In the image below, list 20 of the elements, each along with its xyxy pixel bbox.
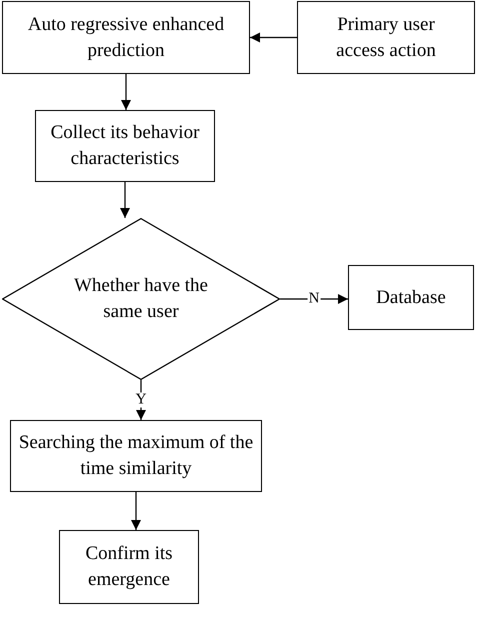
- edge-label: Y: [134, 392, 148, 408]
- node-label: Auto regressive enhanced prediction: [26, 12, 226, 62]
- process-box: [35, 110, 215, 182]
- process-box: [59, 530, 199, 604]
- arrow: [131, 492, 141, 530]
- process-box: [2, 1, 250, 74]
- arrow: [250, 32, 297, 42]
- node-label: Primary user access action: [335, 12, 437, 62]
- decision-diamond: [2, 218, 280, 380]
- process-box: [348, 265, 474, 330]
- node-label: Searching the maximum of the time similarity: [18, 431, 254, 481]
- node-label: Collect its behavior characteristics: [50, 121, 200, 171]
- node-label: Whether have the same user: [73, 274, 209, 324]
- process-box: [10, 420, 262, 492]
- node-label: Database: [376, 286, 446, 310]
- process-box: [297, 1, 475, 74]
- arrow: [280, 294, 348, 304]
- arrow: [120, 182, 130, 218]
- node-label: Confirm its emergence: [84, 542, 174, 592]
- arrow: [121, 74, 131, 110]
